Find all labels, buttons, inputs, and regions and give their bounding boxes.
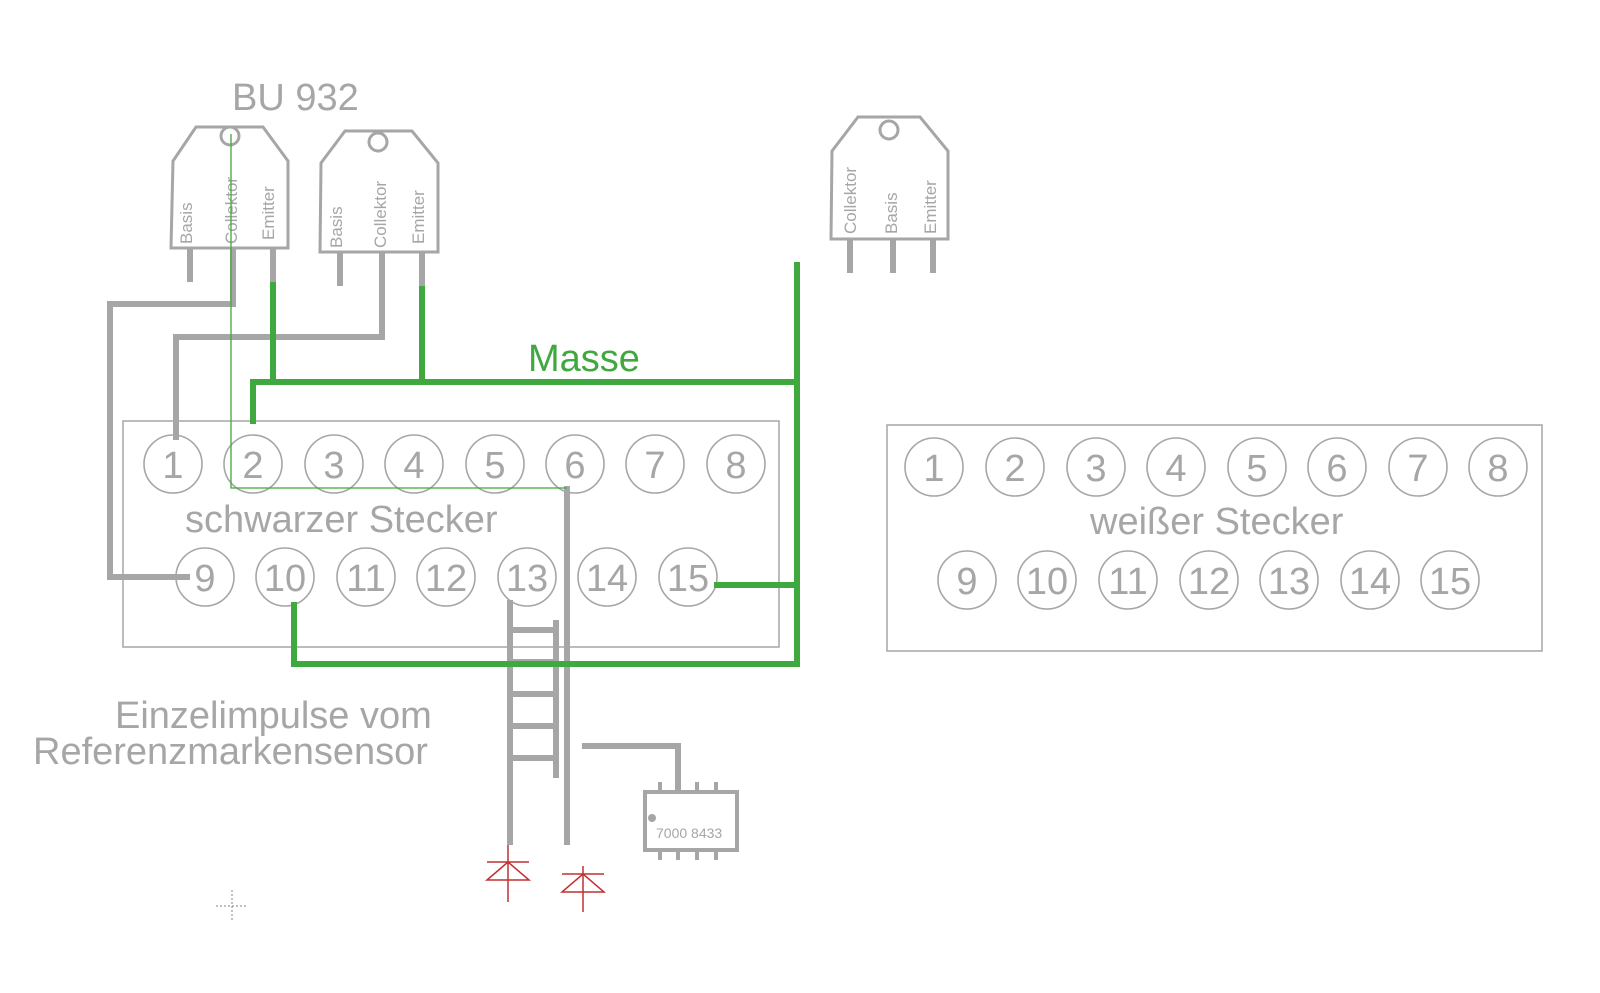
black-pin-3[interactable]: 3 [323, 445, 344, 487]
white-connector-body[interactable] [886, 424, 1543, 652]
black-pin-10[interactable]: 10 [264, 558, 306, 600]
gray-wires[interactable] [107, 282, 681, 845]
black-pin-14[interactable]: 14 [586, 558, 628, 600]
black-pin-6[interactable]: 6 [564, 445, 585, 487]
black-connector-top-pins: 1 2 3 4 5 6 7 8 [143, 434, 766, 494]
transistor-3-pin-emitter: Emitter [921, 180, 940, 234]
black-pin-11[interactable]: 11 [346, 558, 385, 600]
black-pin-2[interactable]: 2 [242, 445, 263, 487]
white-pin-3[interactable]: 3 [1085, 448, 1106, 490]
transistor-3-pin-basis: Basis [882, 192, 901, 234]
ic-chip[interactable]: 7000 8433 [643, 782, 739, 860]
white-pin-15[interactable]: 15 [1429, 561, 1471, 603]
white-pin-10[interactable]: 10 [1026, 561, 1068, 603]
origin-crosshair-icon [216, 890, 248, 922]
ic-label: 7000 8433 [656, 825, 722, 841]
transistor-2[interactable]: Basis Collektor Emitter [318, 129, 440, 286]
transistor-1-pin-emitter: Emitter [259, 186, 278, 240]
white-connector-top-pins: 1 2 3 4 5 6 7 8 [904, 437, 1528, 497]
ground-wires[interactable] [250, 262, 800, 667]
white-pin-6[interactable]: 6 [1326, 448, 1347, 490]
ground-label: Masse [528, 338, 640, 380]
transistor-3-pin-collektor: Collektor [841, 167, 860, 234]
white-pin-9[interactable]: 9 [956, 561, 977, 603]
black-connector-body[interactable] [122, 420, 780, 648]
black-connector-label: schwarzer Stecker [185, 499, 498, 541]
transistor-2-pin-collektor: Collektor [371, 181, 390, 248]
black-pin-1[interactable]: 1 [162, 445, 183, 487]
white-pin-4[interactable]: 4 [1165, 448, 1186, 490]
white-pin-13[interactable]: 13 [1268, 561, 1310, 603]
white-pin-11[interactable]: 11 [1108, 561, 1147, 603]
black-pin-9[interactable]: 9 [194, 558, 215, 600]
black-pin-7[interactable]: 7 [644, 445, 665, 487]
white-connector-label: weißer Stecker [1089, 501, 1344, 543]
transistor-label: BU 932 [232, 77, 359, 119]
transistor-2-pin-basis: Basis [327, 206, 346, 248]
white-pin-14[interactable]: 14 [1349, 561, 1391, 603]
sensor-label-line1: Einzelimpulse vom [115, 695, 432, 737]
black-pin-4[interactable]: 4 [403, 445, 424, 487]
black-pin-5[interactable]: 5 [484, 445, 505, 487]
thin-green-trace [230, 134, 567, 489]
diode-1[interactable] [484, 845, 532, 902]
white-pin-7[interactable]: 7 [1407, 448, 1428, 490]
white-pin-12[interactable]: 12 [1188, 561, 1230, 603]
black-pin-8[interactable]: 8 [725, 445, 746, 487]
sensor-label-line2: Referenzmarkensensor [33, 731, 428, 773]
black-pin-12[interactable]: 12 [425, 558, 467, 600]
white-pin-8[interactable]: 8 [1487, 448, 1508, 490]
white-pin-5[interactable]: 5 [1246, 448, 1267, 490]
white-pin-1[interactable]: 1 [923, 448, 944, 490]
transistor-2-pin-emitter: Emitter [409, 190, 428, 244]
transistor-3[interactable]: Collektor Basis Emitter [829, 115, 950, 273]
black-pin-13[interactable]: 13 [506, 558, 548, 600]
white-pin-2[interactable]: 2 [1004, 448, 1025, 490]
transistor-1[interactable]: Basis Collektor Emitter [169, 125, 290, 282]
diode-2[interactable] [559, 866, 607, 912]
black-connector-bottom-pins: 9 10 11 12 13 14 15 [175, 547, 718, 607]
black-pin-15[interactable]: 15 [667, 558, 709, 600]
white-connector-bottom-pins: 9 10 11 12 13 14 15 [937, 550, 1480, 610]
transistor-1-pin-basis: Basis [177, 202, 196, 244]
